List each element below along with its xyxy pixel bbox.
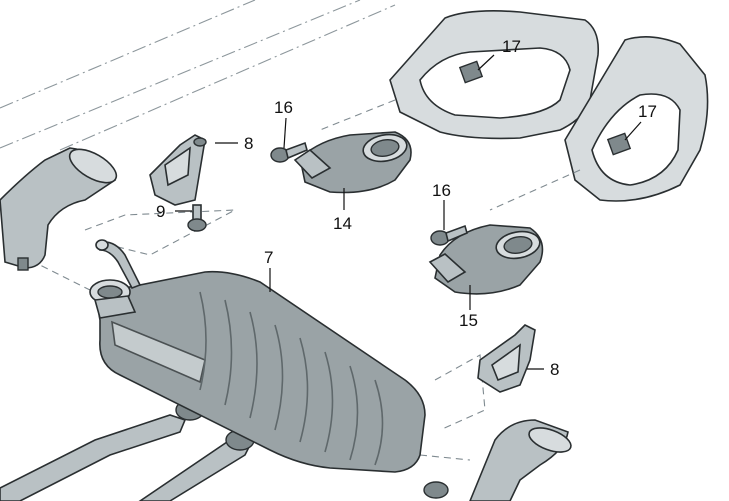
callout-16-lower: 16 <box>432 181 451 200</box>
callout-8-top: 8 <box>244 134 253 153</box>
outlet-pipe-right <box>423 419 572 501</box>
screw-16-lower <box>430 224 468 246</box>
callout-7: 7 <box>264 248 273 267</box>
bumper-trim-panel-right <box>564 36 709 202</box>
callout-16-top: 16 <box>274 98 293 117</box>
inlet-pipe-left <box>0 147 118 271</box>
callout-15: 15 <box>459 311 478 330</box>
callout-17-right: 17 <box>638 102 657 121</box>
bracket-8-right <box>477 324 536 393</box>
callout-17-left: 17 <box>502 37 521 56</box>
tailpipe-trim-14 <box>293 131 412 194</box>
callout-labels: 17 17 16 16 8 8 9 14 15 7 <box>156 37 657 379</box>
bumper-trim-panel-left <box>389 10 600 140</box>
rear-silencer <box>89 239 426 473</box>
tailpipe-trim-15 <box>428 224 544 295</box>
lower-pipes <box>0 399 255 501</box>
callout-9: 9 <box>156 202 165 221</box>
callout-8-right: 8 <box>550 360 559 379</box>
bracket-8-top <box>149 134 207 206</box>
callout-14: 14 <box>333 214 352 233</box>
construction-lines <box>0 0 396 151</box>
screw-16-top <box>270 141 308 163</box>
bolt-9 <box>187 204 207 232</box>
leader-lines <box>175 54 642 370</box>
